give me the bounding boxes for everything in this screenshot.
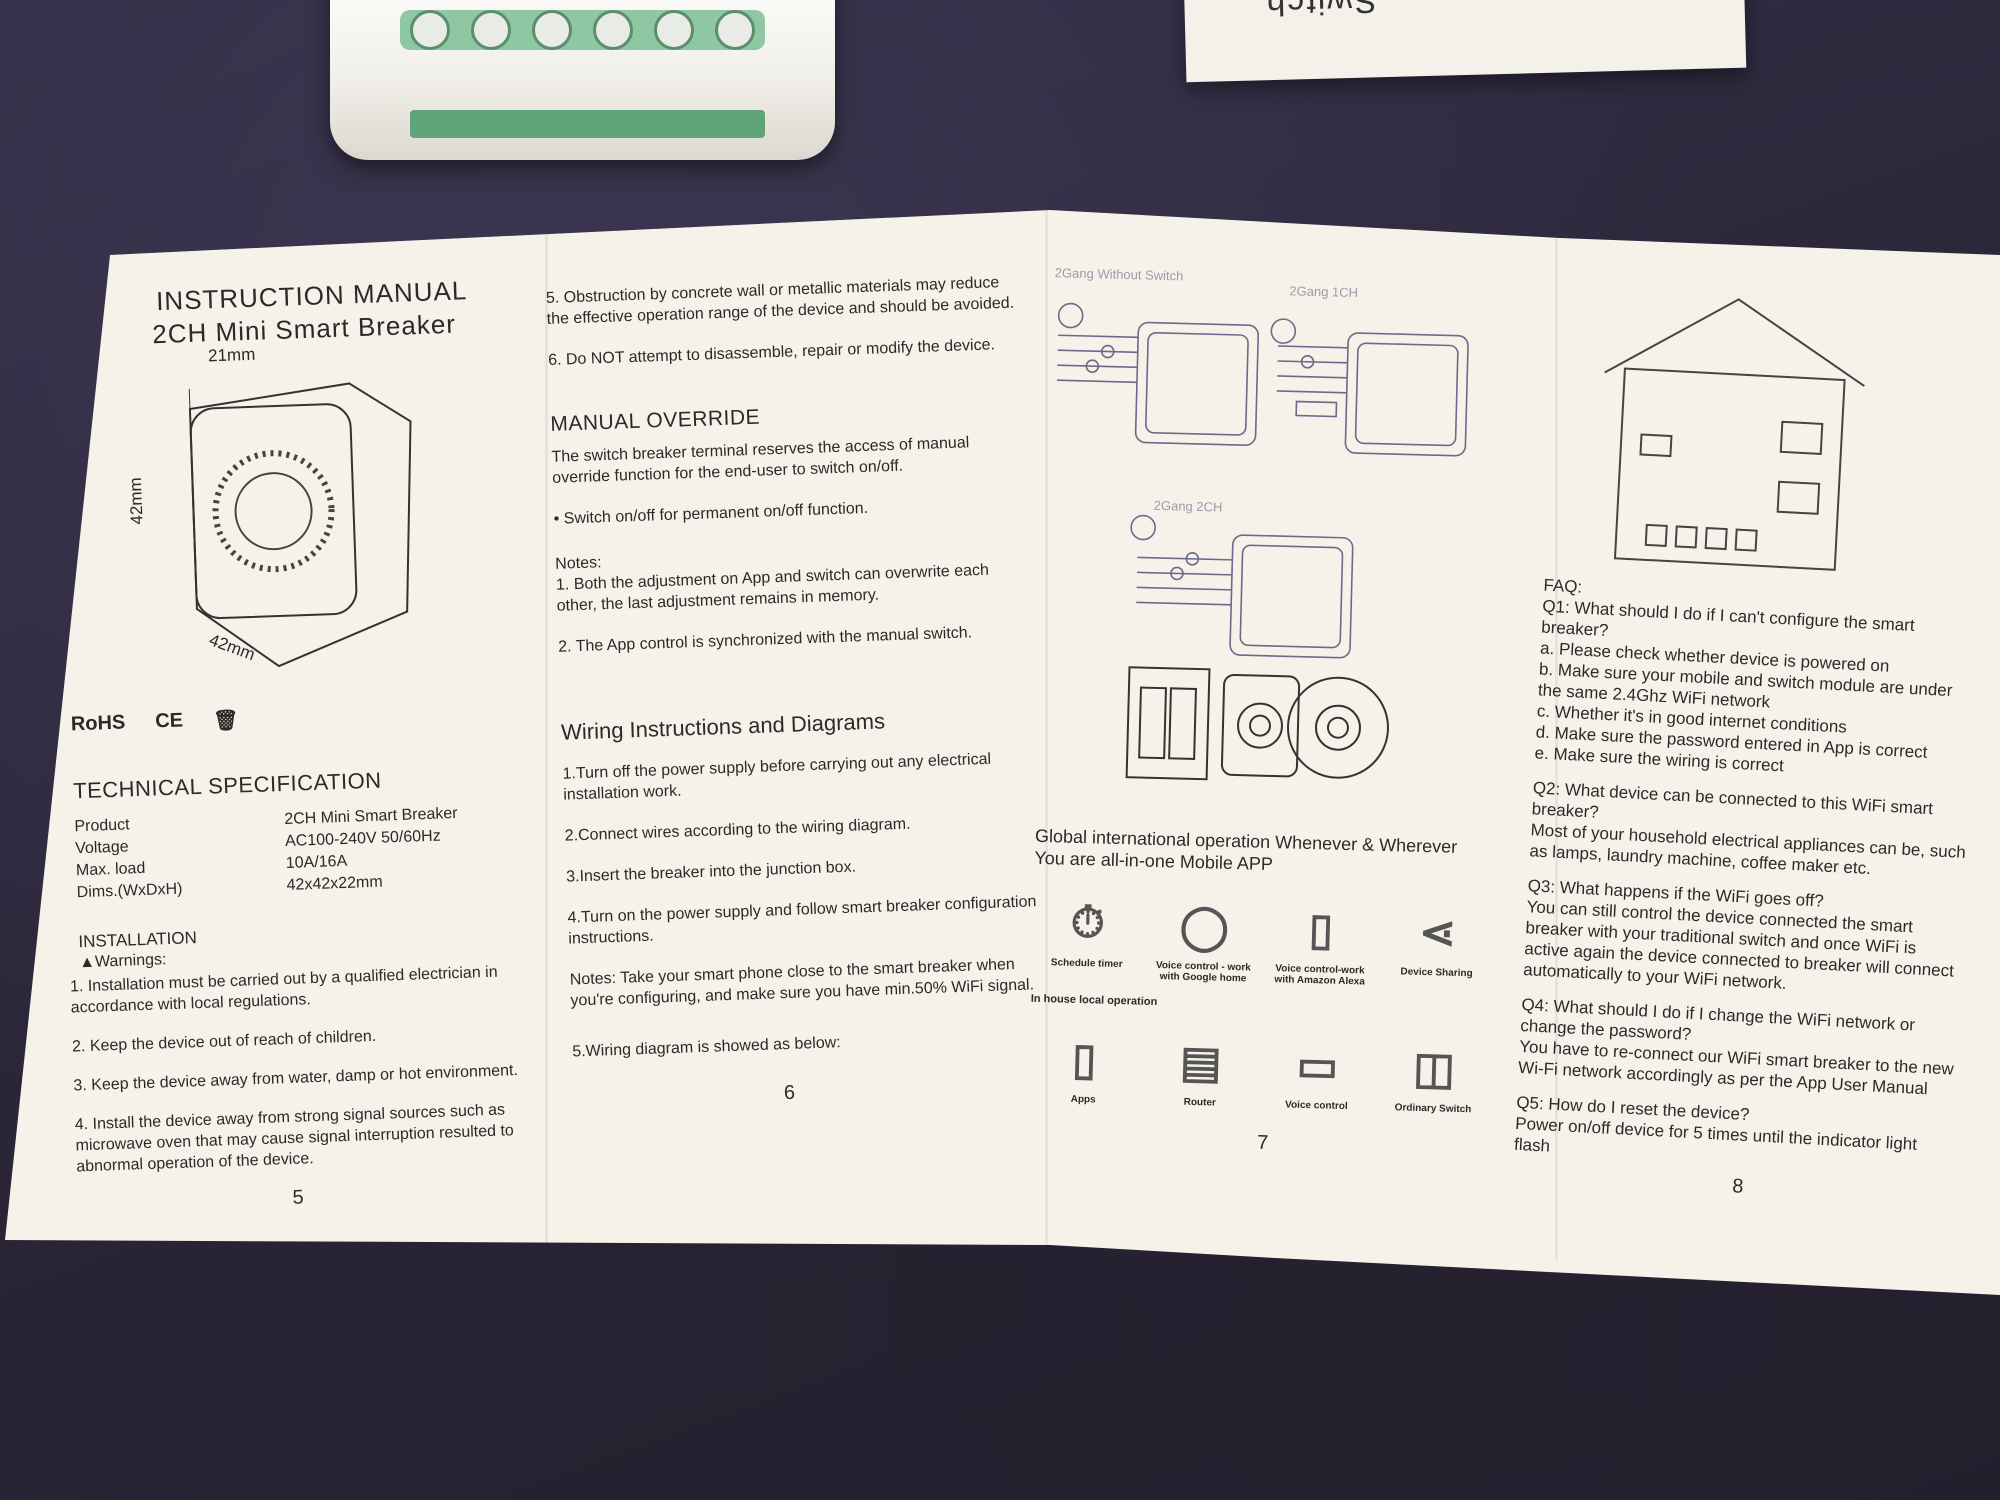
local-operation-label: In house local operation [1030, 992, 1158, 1009]
google-home-icon: ◯ [1179, 901, 1230, 952]
page-number: 6 [783, 1081, 796, 1105]
diagram-label: 2Gang 1CH [1289, 283, 1359, 301]
page-8: FAQ: Q1: What should I do if I can't con… [1514, 270, 2000, 1198]
smart-home-illustration [1604, 298, 1865, 571]
override-bullet: • Switch on/off for permanent on/off fun… [553, 499, 869, 528]
feature-icons-row: ⏱ Schedule timer ◯ Voice control - work … [1031, 887, 1493, 991]
page-number: 7 [1256, 1131, 1269, 1155]
page-6: 5. Obstruction by concrete wall or metal… [545, 254, 1042, 1104]
smart-breaker-device [330, 0, 835, 160]
page-number: 8 [1731, 1175, 1744, 1198]
ce-mark: CE [154, 709, 184, 733]
local-item: ▤ Router [1145, 1026, 1257, 1110]
feature-label: Voice control - work with Google home [1155, 960, 1251, 985]
top-terminal-block [400, 10, 765, 50]
fold-line [545, 210, 548, 1260]
feature-item: ⋖ Device Sharing [1381, 896, 1493, 991]
local-icons-row: ▯ Apps ▤ Router ▭ Voice control ◫ Ordina… [1028, 1023, 1490, 1116]
feature-label: Voice control-work with Amazon Alexa [1274, 963, 1365, 988]
spec-label: Dims.(WxDxH) [76, 880, 183, 902]
dim-width: 21mm [207, 344, 256, 366]
feature-label: Schedule timer [1050, 957, 1123, 971]
terminal-screw [653, 10, 694, 50]
rohs-mark: RoHS [70, 711, 126, 736]
device-dimension-drawing: 21mm 42mm 42mm [126, 345, 500, 701]
wiring-step: 3.Insert the breaker into the junction b… [565, 858, 857, 886]
local-label: Ordinary Switch [1394, 1102, 1472, 1116]
feature-item: ▯ Voice control-work with Amazon Alexa [1265, 893, 1377, 988]
amazon-alexa-icon: ▯ [1308, 904, 1334, 955]
local-item: ▭ Voice control [1261, 1029, 1373, 1113]
router-icon: ▤ [1179, 1037, 1223, 1088]
local-label: Voice control [1284, 1099, 1348, 1113]
terminal-screw [714, 10, 755, 50]
wiring-step: 4.Turn on the power supply and follow sm… [567, 893, 1037, 948]
install-item: 6. Do NOT attempt to disassemble, repair… [547, 336, 996, 369]
bottom-terminal-block [410, 110, 765, 138]
note-2: 2. The App control is synchronized with … [557, 624, 973, 656]
wall-switch-icon: ◫ [1412, 1043, 1456, 1094]
page-7: 2Gang Without Switch 2Gang 1CH 2Gang 2CH [1028, 265, 1550, 1154]
wiring-diagram-svg [1056, 302, 1469, 781]
spec-label: Max. load [75, 859, 146, 880]
fold-line [1555, 210, 1558, 1260]
feature-item: ◯ Voice control - work with Google home [1148, 890, 1260, 985]
speaker-icon: ▭ [1296, 1040, 1339, 1091]
page-5: INSTRUCTION MANUAL 2CH Mini Smart Breake… [45, 254, 546, 1209]
local-item: ▯ Apps [1028, 1023, 1140, 1107]
spec-table: Product 2CH Mini Smart Breaker Voltage A… [74, 802, 537, 902]
terminal-screw [410, 10, 451, 50]
install-item: 2. Keep the device out of reach of child… [71, 1027, 377, 1056]
page-number: 5 [292, 1186, 305, 1209]
certification-marks: RoHS CE 🗑 [70, 697, 531, 738]
wiring-notes: Notes: Take your smart phone close to th… [569, 956, 1035, 1010]
install-item: 3. Keep the device away from water, damp… [73, 1061, 519, 1095]
terminal-screw [471, 10, 512, 50]
install-item: 5. Obstruction by concrete wall or metal… [545, 274, 1015, 328]
phone-icon: ▯ [1071, 1034, 1097, 1084]
local-label: Router [1183, 1096, 1217, 1109]
spec-label: Product [74, 816, 130, 836]
dim-height: 42mm [125, 477, 147, 525]
terminal-screw [592, 10, 633, 50]
override-text: The switch breaker terminal reserves the… [551, 434, 970, 487]
diagram-label: 2Gang 2CH [1153, 497, 1223, 515]
weee-bin-icon: 🗑 [212, 709, 239, 733]
wiring-step: 1.Turn off the power supply before carry… [562, 750, 992, 804]
spec-heading: TECHNICAL SPECIFICATION [72, 767, 382, 804]
override-heading: MANUAL OVERRIDE [549, 405, 761, 436]
wiring-diagrams: 2Gang Without Switch 2Gang 1CH 2Gang 2CH [1035, 265, 1529, 837]
device-outline-svg [188, 382, 412, 668]
spec-value: 42x42x22mm [286, 873, 383, 894]
wiring-step-5: 5.Wiring diagram is showed as below: [572, 1034, 842, 1061]
stopwatch-icon: ⏱ [1069, 897, 1106, 948]
feature-label: Device Sharing [1400, 966, 1473, 980]
share-icon: ⋖ [1418, 907, 1457, 958]
wiring-heading: Wiring Instructions and Diagrams [560, 708, 886, 745]
fold-line [1045, 210, 1048, 1260]
spec-label: Voltage [74, 838, 129, 858]
faq-section: FAQ: Q1: What should I do if I can't con… [1514, 575, 1984, 1178]
install-item: 4. Install the device away from strong s… [74, 1101, 515, 1176]
local-item: ◫ Ordinary Switch [1378, 1032, 1490, 1116]
wiring-step: 2.Connect wires according to the wiring … [564, 815, 911, 845]
feature-item: ⏱ Schedule timer [1031, 887, 1143, 982]
terminal-screw [532, 10, 573, 50]
box-label: Switch [1263, 0, 1378, 23]
